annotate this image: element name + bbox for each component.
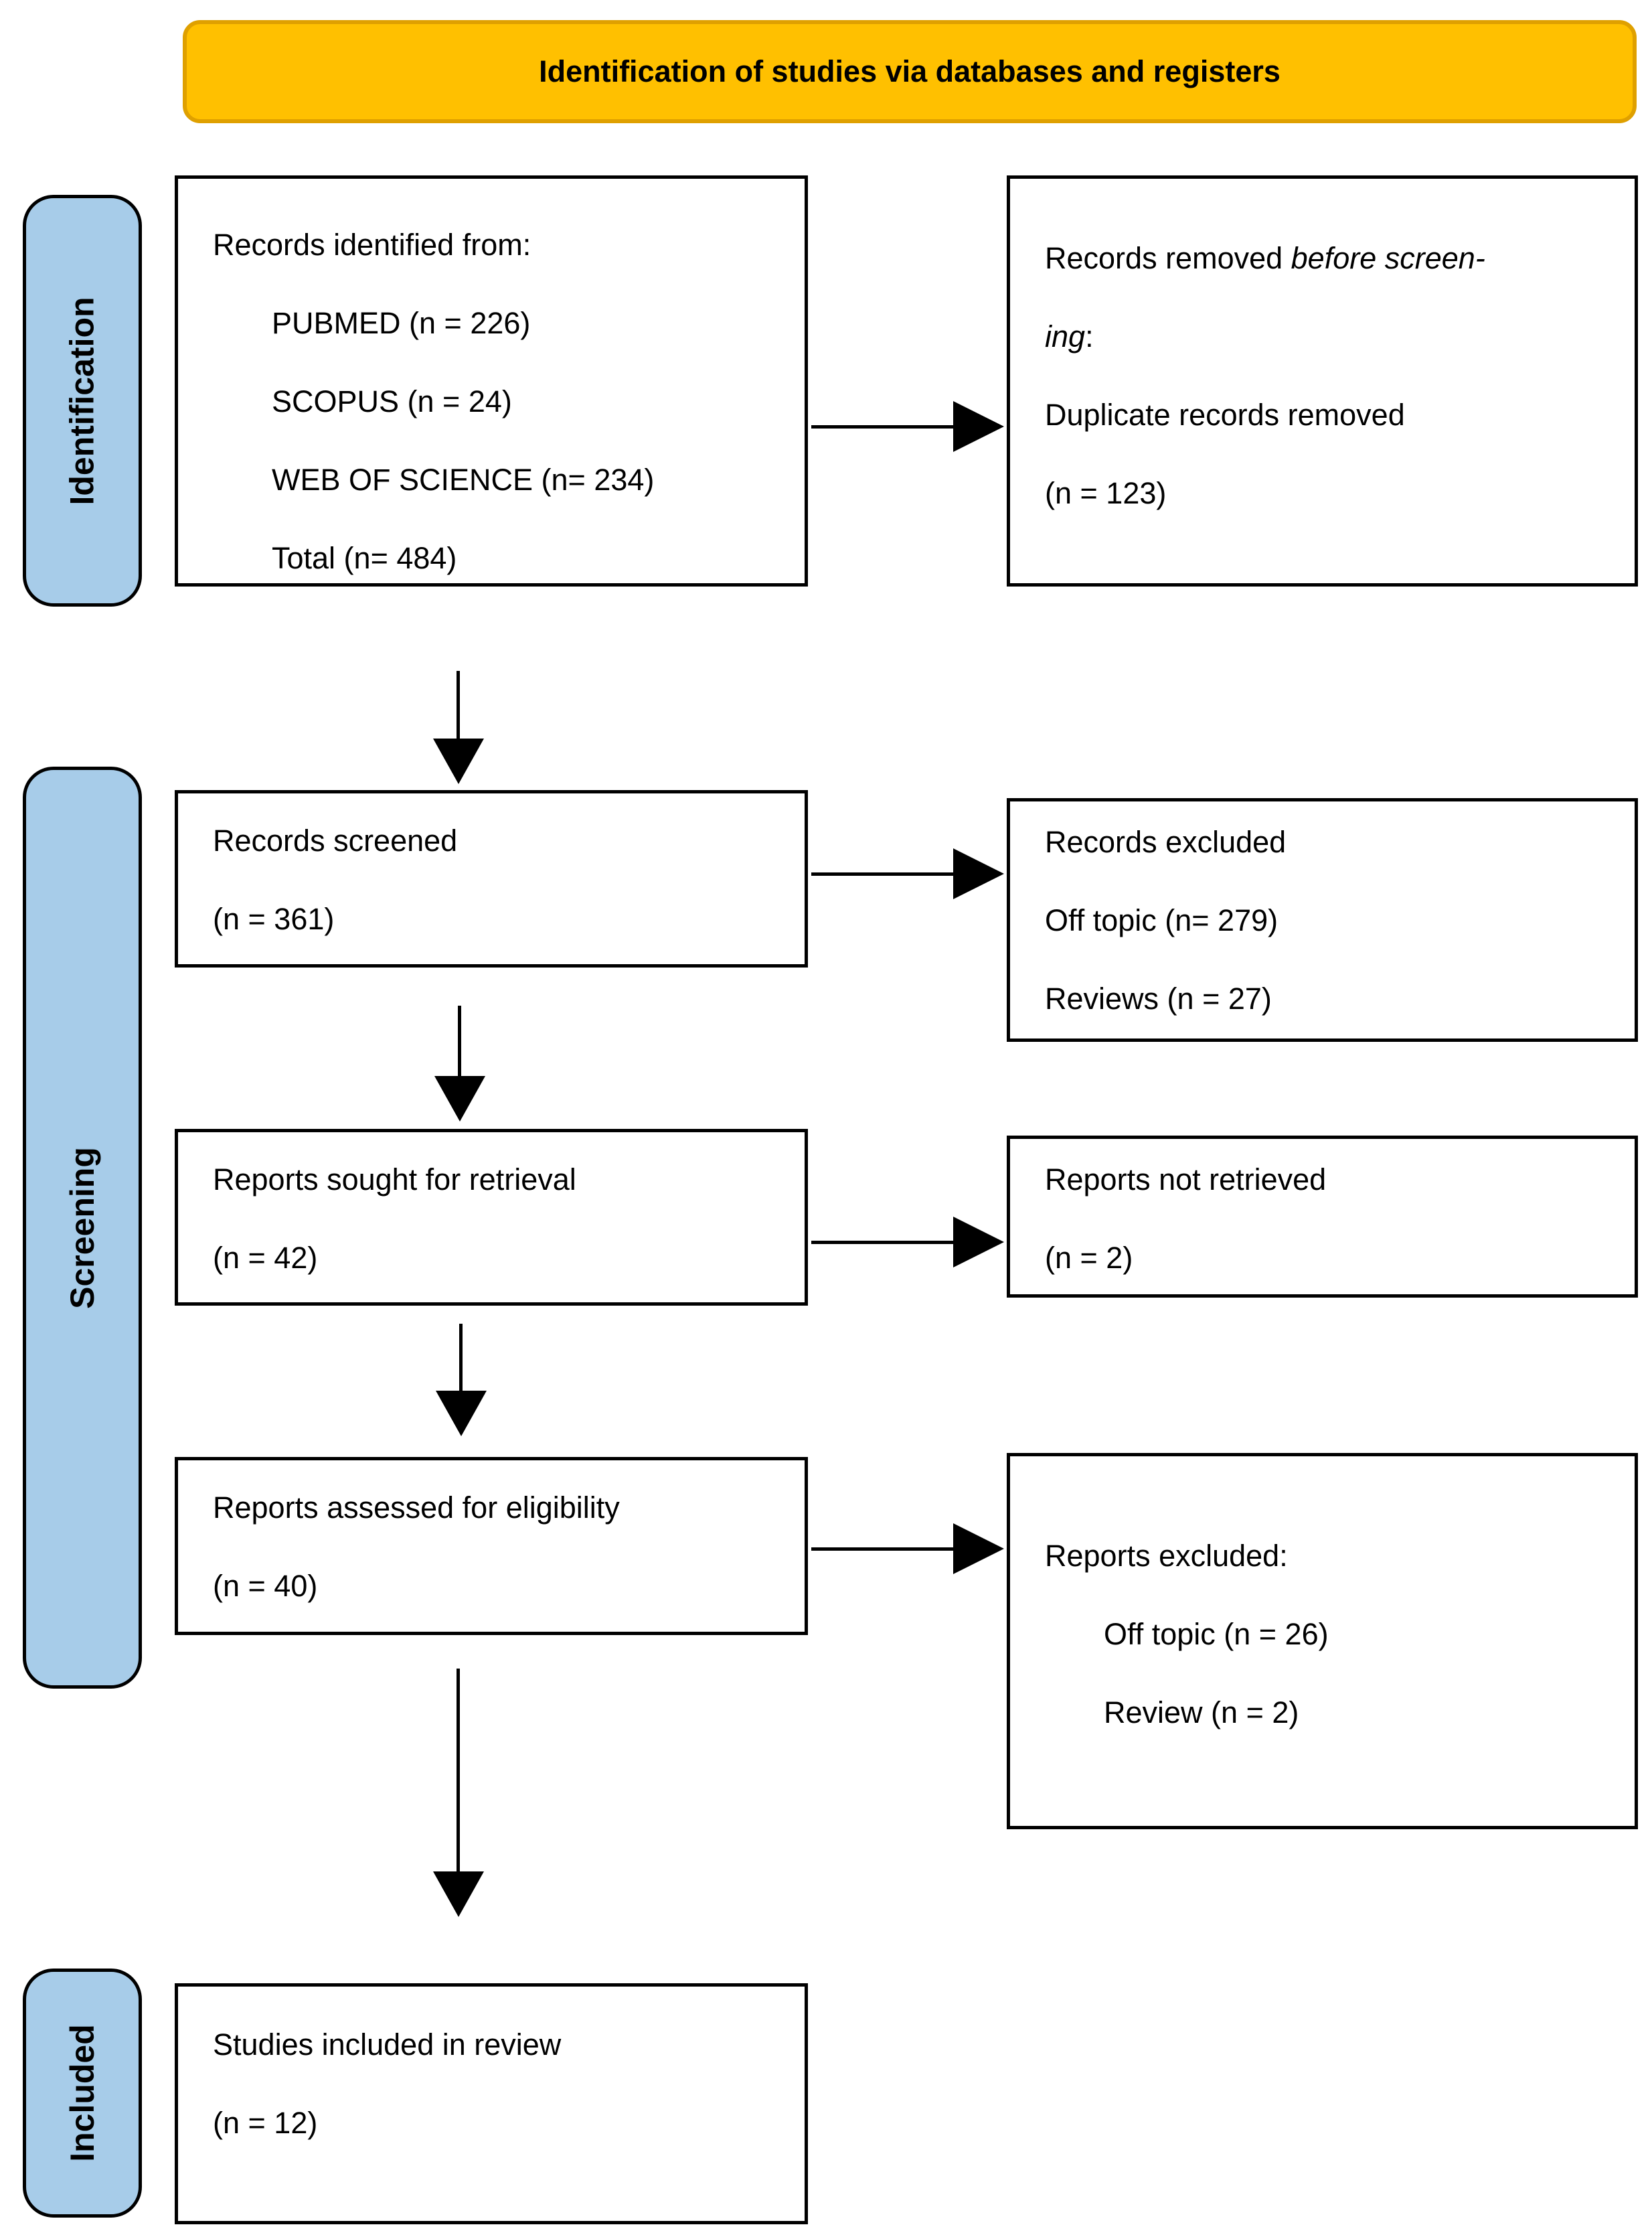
diagram-title: Identification of studies via databases … <box>539 54 1281 88</box>
box-studies-included: Studies included in review (n = 12) <box>175 1983 808 2224</box>
box-records-removed: Records removed before screen- ing: Dupl… <box>1007 175 1638 587</box>
reports-sought-title: Reports sought for retrieval <box>213 1162 576 1197</box>
records-identified-total: Total (n= 484) <box>272 541 457 575</box>
records-identified-scopus: SCOPUS (n = 24) <box>272 384 512 418</box>
box-records-excluded: Records excluded Off topic (n= 279) Revi… <box>1007 798 1638 1042</box>
records-removed-prefix: Records removed <box>1045 241 1291 275</box>
arrow-line <box>457 1669 460 1871</box>
box-reports-assessed: Reports assessed for eligibility (n = 40… <box>175 1457 808 1635</box>
studies-included-title: Studies included in review <box>213 2027 562 2062</box>
records-screened-title: Records screened <box>213 824 458 858</box>
records-excluded-offtopic: Off topic (n= 279) <box>1045 903 1278 937</box>
arrow-head-icon <box>436 1391 487 1436</box>
records-removed-colon: : <box>1085 319 1094 354</box>
arrow-line <box>811 872 955 876</box>
arrow-head-icon <box>433 1871 484 1917</box>
reports-excluded-review: Review (n = 2) <box>1104 1695 1299 1729</box>
reports-assessed-count: (n = 40) <box>213 1569 318 1603</box>
records-removed-count: (n = 123) <box>1045 476 1167 510</box>
records-removed-duplicates: Duplicate records removed <box>1045 398 1405 432</box>
stage-identification-label: Identification <box>64 296 102 506</box>
reports-not-retrieved-title: Reports not retrieved <box>1045 1162 1327 1197</box>
arrow-head-icon <box>433 739 484 784</box>
box-records-screened: Records screened (n = 361) <box>175 790 808 968</box>
records-excluded-reviews: Reviews (n = 27) <box>1045 982 1272 1016</box>
reports-sought-count: (n = 42) <box>213 1241 318 1275</box>
reports-assessed-title: Reports assessed for eligibility <box>213 1490 620 1525</box>
box-records-identified: Records identified from: PUBMED (n = 226… <box>175 175 808 587</box>
records-removed-line2: ing: <box>1045 297 1615 376</box>
stage-included: Included <box>23 1969 142 2218</box>
stage-screening: Screening <box>23 767 142 1689</box>
arrow-line <box>459 1324 463 1391</box>
arrow-head-icon <box>434 1076 485 1122</box>
arrow-head-icon <box>953 1523 1004 1574</box>
records-identified-wos: WEB OF SCIENCE (n= 234) <box>272 463 655 497</box>
reports-excluded-title: Reports excluded: <box>1045 1539 1288 1573</box>
arrow-line <box>811 1241 955 1244</box>
records-removed-italic2: ing <box>1045 319 1086 354</box>
records-screened-count: (n = 361) <box>213 902 335 936</box>
records-identified-pubmed: PUBMED (n = 226) <box>272 306 531 340</box>
arrow-head-icon <box>953 1217 1004 1267</box>
arrow-head-icon <box>953 848 1004 899</box>
records-identified-title: Records identified from: <box>213 228 531 262</box>
arrow-line <box>811 425 955 429</box>
records-removed-line1: Records removed before screen- <box>1045 219 1615 297</box>
reports-not-retrieved-count: (n = 2) <box>1045 1241 1133 1275</box>
arrow-head-icon <box>953 401 1004 452</box>
box-reports-not-retrieved: Reports not retrieved (n = 2) <box>1007 1136 1638 1298</box>
box-reports-sought: Reports sought for retrieval (n = 42) <box>175 1129 808 1306</box>
reports-excluded-offtopic: Off topic (n = 26) <box>1104 1617 1329 1651</box>
arrow-line <box>811 1547 955 1551</box>
arrow-line <box>458 1006 461 1076</box>
arrow-line <box>457 671 460 739</box>
stage-screening-label: Screening <box>64 1146 101 1309</box>
box-reports-excluded: Reports excluded: Off topic (n = 26) Rev… <box>1007 1453 1638 1829</box>
records-excluded-title: Records excluded <box>1045 825 1287 859</box>
stage-identification: Identification <box>23 195 142 607</box>
studies-included-count: (n = 12) <box>213 2106 318 2140</box>
records-removed-italic1: before screen- <box>1291 241 1485 275</box>
title-banner: Identification of studies via databases … <box>183 20 1637 123</box>
stage-included-label: Included <box>64 2024 102 2162</box>
